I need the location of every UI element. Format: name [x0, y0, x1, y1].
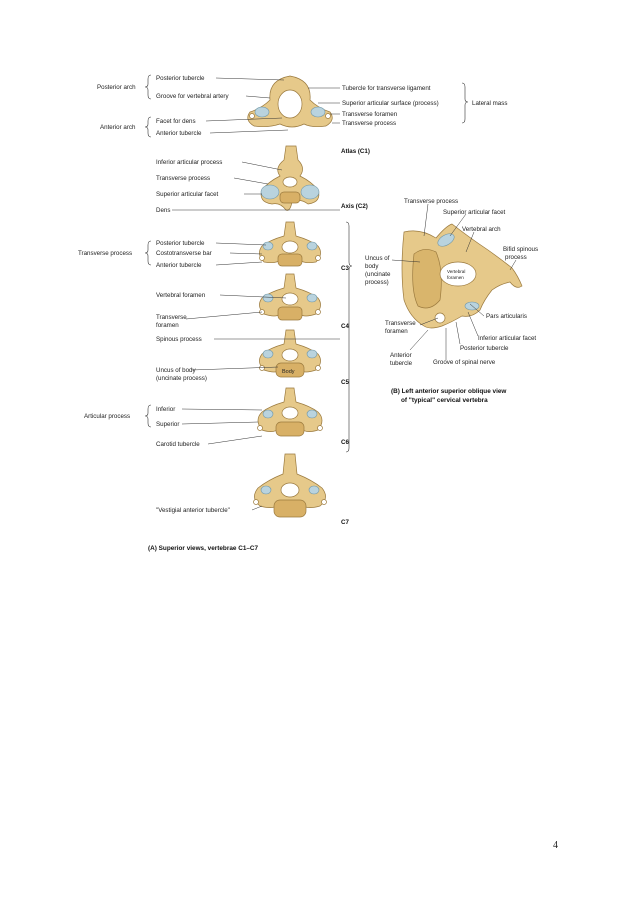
group-posterior-arch: Posterior arch — [97, 84, 136, 91]
b-label-uncus-4: process) — [365, 279, 389, 286]
label-transverse-foramen-1: Transverse — [156, 314, 187, 321]
label-anterior-tubercle-c3: Anterior tubercle — [156, 262, 202, 269]
label-c5: C5 — [341, 379, 349, 386]
b-label-vertebral-arch: Vertebral arch — [462, 226, 501, 233]
b-label-transverse-foramen-2: foramen — [385, 328, 408, 335]
b-label-posterior-tubercle: Posterior tubercle — [460, 345, 509, 352]
c3-drawing — [259, 221, 321, 267]
label-groove-vertebral-artery: Groove for vertebral artery — [156, 93, 229, 100]
label-transverse-foramen-2: foramen — [156, 322, 179, 329]
label-tubercle-transverse-ligament: Tubercle for transverse ligament — [342, 85, 431, 92]
c7-drawing — [253, 453, 327, 518]
b-label-vertebral-foramen-1: Vertebral — [447, 269, 465, 274]
group-articular-process: Articular process — [84, 413, 130, 420]
label-superior-articular-surface: Superior articular surface (process) — [342, 100, 439, 107]
label-inferior: Inferior — [156, 406, 175, 413]
label-inferior-articular-process: Inferior articular process — [156, 159, 222, 166]
b-label-transverse-foramen-1: Transverse — [385, 320, 416, 327]
label-transverse-process: Transverse process — [156, 175, 210, 182]
label-c7: C7 — [341, 519, 349, 526]
caption-a: (A) Superior views, vertebrae C1–C7 — [148, 545, 259, 552]
oblique-view-drawing — [401, 223, 523, 329]
atlas-drawing — [247, 75, 333, 128]
label-transverse-process-right: Transverse process — [342, 120, 396, 127]
label-posterior-tubercle: Posterior tubercle — [156, 75, 205, 82]
b-label-uncus-1: Uncus of — [365, 255, 390, 262]
brackets — [144, 74, 469, 453]
group-anterior-arch: Anterior arch — [100, 124, 136, 131]
leader-lines — [172, 77, 517, 511]
page-number: 4 — [553, 840, 558, 851]
label-c6: C6 — [341, 439, 349, 446]
b-label-anterior-tubercle-1: Anterior — [390, 352, 412, 359]
label-uncus-of-body-2: (uncinate process) — [156, 375, 207, 382]
label-anterior-tubercle: Anterior tubercle — [156, 130, 202, 137]
label-transverse-foramen: Transverse foramen — [342, 111, 398, 118]
label-vestigial-anterior-tubercle: "Vestigial anterior tubercle" — [156, 507, 230, 514]
b-label-bifid-1: Bifid spinous — [503, 246, 538, 253]
label-axis-c2: Axis (C2) — [341, 203, 368, 210]
c4-drawing — [259, 273, 321, 321]
label-facet-for-dens: Facet for dens — [156, 118, 196, 125]
b-label-anterior-tubercle-2: tubercle — [390, 360, 413, 367]
label-body: Body — [282, 369, 295, 375]
caption-b-line-1: (B) Left anterior superior oblique view — [391, 388, 506, 395]
caption-b-line-2: of "typical" cervical vertebra — [401, 397, 488, 404]
b-label-pars-articularis: Pars articularis — [486, 313, 527, 320]
label-c3: C3 — [341, 265, 349, 272]
label-posterior-tubercle-c3: Posterior tubercle — [156, 240, 205, 247]
label-superior-articular-facet: Superior articular facet — [156, 191, 219, 198]
label-atlas-c1: Atlas (C1) — [341, 148, 370, 155]
label-vertebral-foramen: Vertebral foramen — [156, 292, 206, 299]
label-carotid-tubercle: Carotid tubercle — [156, 441, 200, 448]
label-spinous-process: Spinous process — [156, 336, 202, 343]
c5-drawing — [259, 329, 321, 378]
label-superior: Superior — [156, 421, 179, 428]
b-label-uncus-3: (uncinate — [365, 271, 391, 278]
b-label-bifid-2: process — [505, 254, 527, 261]
axis-drawing — [260, 145, 320, 211]
b-label-groove-spinal-nerve: Groove of spinal nerve — [433, 359, 496, 366]
label-costotransverse-bar: Costotransverse bar — [156, 250, 212, 257]
b-label-inferior-articular-facet: Inferior articular facet — [478, 335, 536, 342]
group-lateral-mass: Lateral mass — [472, 100, 507, 107]
b-label-uncus-2: body — [365, 263, 379, 270]
b-label-superior-articular-facet: Superior articular facet — [443, 209, 506, 216]
label-dens: Dens — [156, 207, 170, 214]
group-transverse-process: Transverse process — [78, 250, 132, 257]
b-label-vertebral-foramen-2: foramen — [447, 275, 464, 280]
label-uncus-of-body-1: Uncus of body — [156, 367, 196, 374]
label-c4: C4 — [341, 323, 349, 330]
c6-drawing — [257, 387, 323, 437]
b-label-transverse-process: Transverse process — [404, 198, 458, 205]
